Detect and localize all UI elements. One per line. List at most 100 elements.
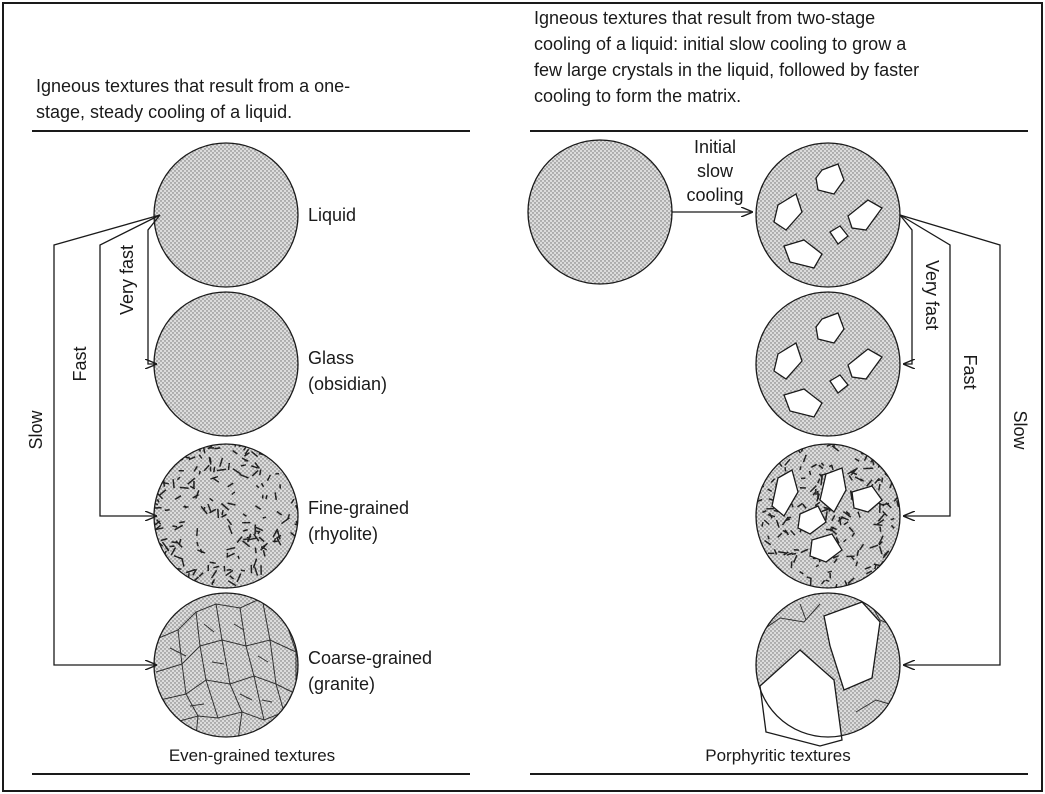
left-header-line-1: Igneous textures that result from a one-: [36, 76, 350, 96]
fine-grain-mark: [787, 517, 791, 518]
fine-grain-mark: [800, 466, 801, 470]
fine-grain-mark: [199, 471, 200, 475]
fine-grain-mark: [818, 491, 819, 499]
left-footer: Even-grained textures: [169, 746, 335, 765]
fine-grain-mark: [882, 588, 887, 589]
fine-grain-mark: [153, 541, 155, 547]
fine-grain-mark: [766, 567, 772, 571]
fine-grain-mark: [274, 538, 275, 542]
fine-grain-mark: [753, 457, 756, 459]
fine-grain-mark: [787, 582, 788, 587]
fine-grain-mark: [762, 522, 763, 527]
fine-grain-mark: [229, 463, 230, 470]
fine-grain-mark: [880, 569, 882, 573]
slow-arrow: [54, 215, 160, 665]
fine-grain-mark: [264, 447, 273, 450]
fine-grain-mark: [889, 565, 891, 570]
fine-grain-mark: [897, 476, 899, 482]
fine-grain-mark: [870, 442, 874, 448]
fine-grain-mark: [752, 563, 756, 564]
fine-grain-mark: [282, 562, 291, 565]
fine-grain-mark: [294, 547, 297, 554]
slow-label: Slow: [26, 409, 46, 449]
fine-grain-mark: [159, 443, 162, 446]
fine-grain-mark: [754, 492, 755, 495]
fine-grain-mark: [292, 559, 299, 562]
glass-with-crystals-circle: [756, 292, 900, 436]
fine-grain-mark: [875, 565, 876, 569]
right-slow-label: Slow: [1010, 410, 1030, 450]
fine-grain-mark: [801, 442, 803, 445]
fine-grain-mark: [154, 450, 156, 457]
fine-grain-mark: [156, 569, 163, 574]
fine-grain-mark: [255, 548, 256, 554]
fine-grain-mark: [292, 458, 299, 465]
liquid-label: Liquid: [308, 205, 356, 225]
fine-grain-mark: [156, 476, 159, 483]
fine-grain-mark: [882, 576, 884, 585]
fine-grain-mark: [169, 581, 170, 584]
fine-grain-mark: [263, 517, 266, 518]
fine-grain-mark: [254, 446, 262, 448]
fine-grain-mark: [803, 442, 804, 445]
fine-grain-mark: [290, 581, 293, 590]
fine-grain-mark: [266, 580, 272, 585]
fine-grain-mark: [184, 576, 186, 585]
fine-grain-mark: [180, 487, 189, 488]
fine-grain-mark: [277, 576, 285, 577]
fine-grain-mark: [850, 441, 858, 445]
fine-grain-mark: [758, 568, 762, 576]
fine-grain-mark: [153, 569, 160, 574]
fine-grain-mark: [222, 510, 223, 515]
fine-grain-mark: [766, 571, 771, 579]
initial-label-line-1: Initial: [694, 137, 736, 157]
initial-label-line-3: cooling: [686, 185, 743, 205]
starting-liquid-circle: [528, 140, 672, 284]
fine-grain-mark: [896, 462, 901, 466]
right-very-fast-arrow: [900, 215, 912, 364]
fine-grain-mark: [172, 542, 178, 543]
glass-label-line-2: (obsidian): [308, 374, 387, 394]
fine-grain-mark: [899, 563, 904, 569]
fast-label: Fast: [70, 346, 90, 381]
very-fast-label: Very fast: [117, 245, 137, 315]
fine-grain-mark: [779, 445, 780, 448]
left-panel: Igneous textures that result from a one-…: [26, 76, 470, 774]
coarse-grained-label-line-1: Coarse-grained: [308, 648, 432, 668]
fine-grain-mark: [892, 445, 893, 449]
liquid-with-crystals-circle: [756, 143, 900, 287]
fine-grain-mark: [165, 510, 170, 511]
fine-grain-mark: [880, 527, 881, 532]
fine-grain-mark: [770, 444, 775, 448]
fine-grain-mark: [157, 577, 160, 585]
fine-grain-mark: [292, 584, 298, 588]
fine-grain-mark: [293, 463, 300, 469]
porphyritic-fine-circle: [750, 438, 905, 594]
initial-label-line-2: slow: [697, 161, 734, 181]
coarse-grained-circle: [154, 593, 298, 740]
glass-label-line-1: Glass: [308, 348, 354, 368]
coarse-grained-label-line-2: (granite): [308, 674, 375, 694]
fine-grain-mark: [157, 563, 161, 566]
fine-grain-mark: [238, 556, 239, 559]
fine-grain-mark: [875, 459, 882, 460]
fine-grain-mark: [161, 459, 163, 463]
fine-grained-label-line-2: (rhyolite): [308, 524, 378, 544]
fine-grain-mark: [782, 441, 788, 448]
fine-grain-mark: [172, 526, 177, 527]
porphyritic-coarse-circle: [756, 593, 900, 746]
right-header-line-4: cooling to form the matrix.: [534, 86, 741, 106]
fine-grain-mark: [882, 478, 883, 483]
fine-grain-mark: [199, 586, 207, 588]
right-footer: Porphyritic textures: [705, 746, 851, 765]
fine-grain-mark: [755, 483, 756, 490]
fine-grain-mark: [785, 446, 792, 450]
fine-grain-mark: [760, 441, 763, 446]
fine-grain-mark: [173, 479, 174, 488]
fine-grain-mark: [755, 553, 758, 558]
fine-grain-mark: [179, 522, 185, 523]
fine-grain-mark: [243, 539, 247, 540]
fine-grain-mark: [266, 443, 267, 446]
right-header-line-2: cooling of a liquid: initial slow coolin…: [534, 34, 907, 54]
